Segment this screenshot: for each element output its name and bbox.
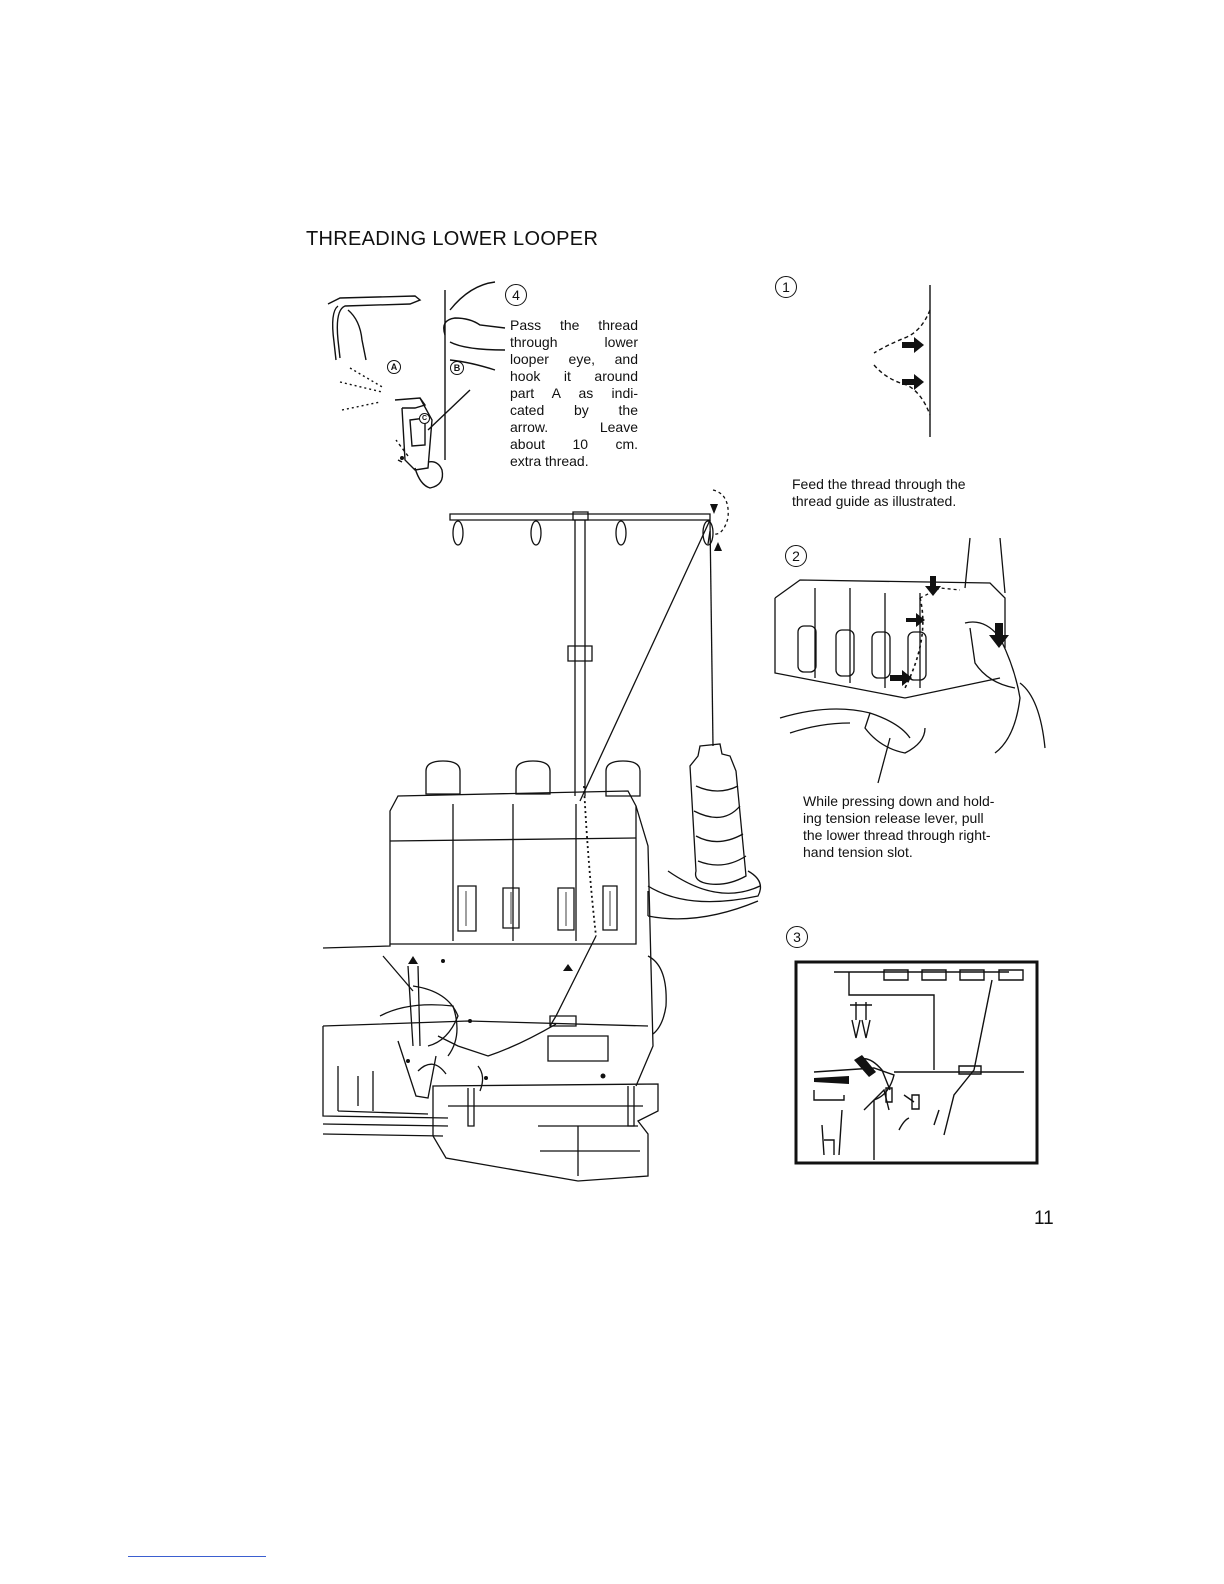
serger-machine-illustration — [318, 486, 770, 1191]
step-1-marker: 1 — [775, 276, 797, 298]
step-4-text: Pass the thread through lower looper eye… — [510, 317, 638, 469]
page-number: 11 — [1034, 1208, 1054, 1229]
threading-path-diagram — [794, 960, 1039, 1165]
step-3-marker: 3 — [786, 926, 808, 948]
part-a-label: A — [387, 360, 401, 374]
step-2-text: While pressing down and hold- ing tensio… — [803, 793, 995, 860]
thread-guide-illustration — [862, 285, 942, 440]
page-title: THREADING LOWER LOOPER — [306, 228, 599, 250]
part-c-label: C — [419, 413, 430, 424]
looper-eye-illustration — [320, 280, 510, 500]
step-1-text: Feed the thread through the thread guide… — [792, 476, 966, 509]
part-b-label: B — [450, 361, 464, 375]
tension-slot-illustration — [770, 538, 1060, 788]
bottom-divider — [128, 1556, 266, 1557]
step-4-marker: 4 — [505, 284, 527, 306]
step-2-marker: 2 — [785, 545, 807, 567]
